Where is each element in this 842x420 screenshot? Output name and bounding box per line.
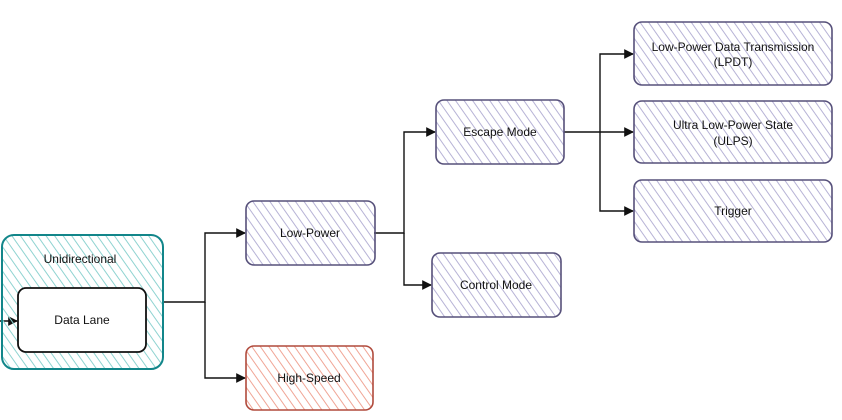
node-escape-mode: Escape Mode xyxy=(435,99,565,165)
edge-low-power-to-control-mode xyxy=(403,233,432,290)
lpdt-label-line2: (LPDT) xyxy=(714,55,753,69)
node-low-power: Low-Power xyxy=(245,200,376,266)
lpdt-label-line1: Low-Power Data Transmission xyxy=(652,40,815,54)
edge-low-power-to-escape-mode xyxy=(374,127,436,234)
escape-mode-label: Escape Mode xyxy=(463,125,537,139)
trigger-label: Trigger xyxy=(714,204,752,218)
node-high-speed: High-Speed xyxy=(245,345,374,411)
edge-unidirectional-to-high-speed xyxy=(204,302,246,383)
node-ulps: Ultra Low-Power State (ULPS) xyxy=(633,100,833,164)
high-speed-label: High-Speed xyxy=(277,371,340,385)
node-control-mode: Control Mode xyxy=(431,252,562,318)
unidirectional-label: Unidirectional xyxy=(44,252,117,266)
control-mode-label: Control Mode xyxy=(460,278,532,292)
node-data-lane: Data Lane xyxy=(17,287,147,353)
data-lane-label: Data Lane xyxy=(54,313,110,327)
ulps-label-line2: (ULPS) xyxy=(713,134,752,148)
ulps-label-line1: Ultra Low-Power State xyxy=(673,118,793,132)
connectors xyxy=(0,49,634,383)
edge-escape-to-trigger xyxy=(599,132,634,216)
low-power-label: Low-Power xyxy=(280,226,340,240)
node-lpdt: Low-Power Data Transmission (LPDT) xyxy=(633,21,833,86)
node-trigger: Trigger xyxy=(633,179,833,243)
edge-escape-to-lpdt xyxy=(564,49,634,133)
edge-unidirectional-to-low-power xyxy=(163,228,246,303)
